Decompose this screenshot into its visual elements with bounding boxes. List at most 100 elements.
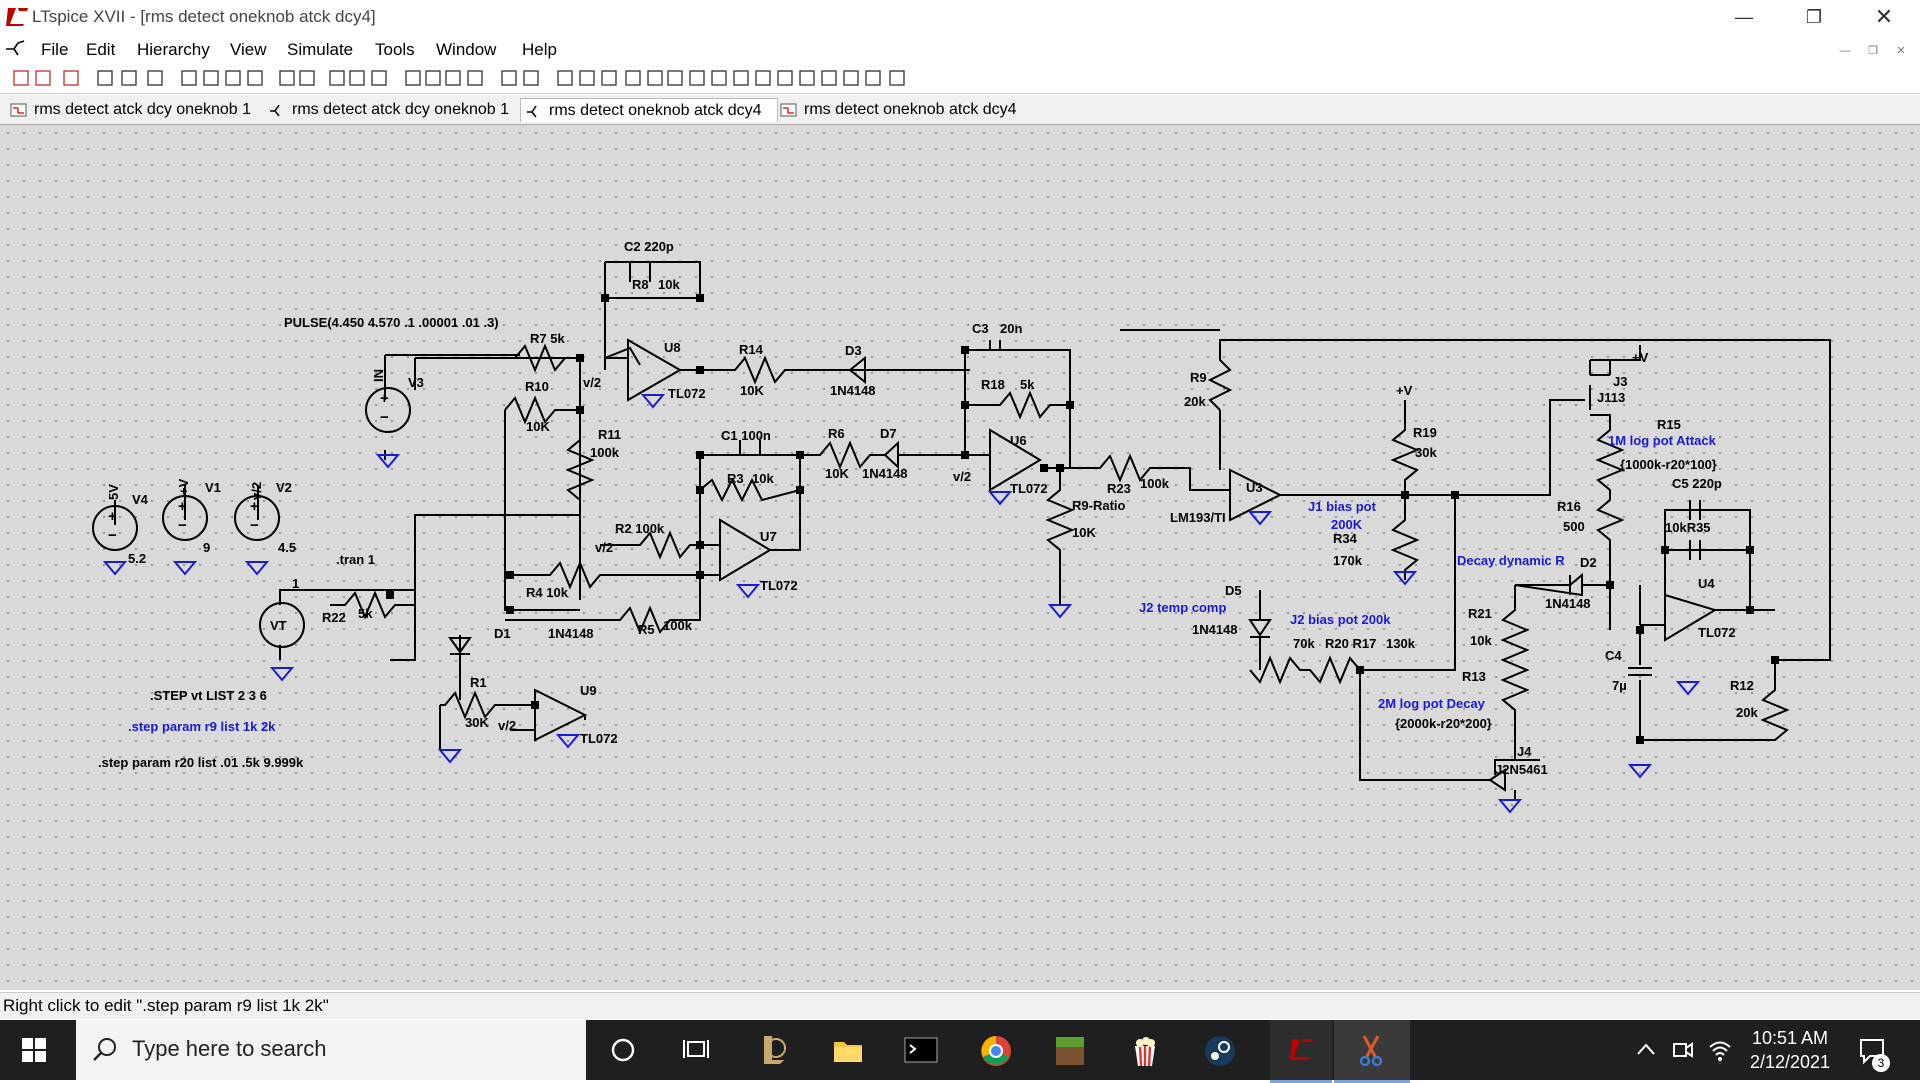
move-icon[interactable] xyxy=(733,70,749,86)
print-icon[interactable] xyxy=(501,70,517,86)
steam-icon[interactable] xyxy=(1204,1035,1236,1067)
u6-label[interactable]: U6 xyxy=(1010,433,1027,448)
league-app-icon[interactable] xyxy=(758,1034,788,1066)
r5-value[interactable]: 100k xyxy=(663,618,693,633)
mdi-minimize-button[interactable]: — xyxy=(1839,45,1851,57)
zoom-in-icon[interactable] xyxy=(181,70,197,86)
cut-icon[interactable] xyxy=(405,70,421,86)
cascade-icon[interactable] xyxy=(299,70,315,86)
step-vt-directive[interactable]: .STEP vt LIST 2 3 6 xyxy=(150,688,267,703)
d7-label[interactable]: D7 xyxy=(880,426,897,441)
attack-pot-label[interactable]: 1M log pot Attack xyxy=(1608,433,1717,448)
r17-value[interactable]: 130k xyxy=(1386,636,1416,651)
d1-label[interactable]: D1 xyxy=(494,626,511,641)
r3-label[interactable]: R3 xyxy=(727,471,744,486)
close-button[interactable]: ✕ xyxy=(1874,4,1894,29)
c2-label[interactable]: C2 220p xyxy=(624,239,674,254)
control-panel-icon[interactable] xyxy=(97,70,113,86)
r9-ratio-label[interactable]: R9-Ratio xyxy=(1072,498,1126,513)
u3-label[interactable]: U3 xyxy=(1246,480,1263,495)
menu-tools[interactable]: Tools xyxy=(375,40,415,59)
tray-clock[interactable]: 10:51 AM 2/12/2021 xyxy=(1740,1026,1840,1074)
taskbar-search-input[interactable]: Type here to search xyxy=(76,1020,586,1080)
r8-value[interactable]: 10k xyxy=(658,277,680,292)
label-net-icon[interactable] xyxy=(601,70,617,86)
draw-wire-icon[interactable] xyxy=(557,70,573,86)
minimize-button[interactable]: — xyxy=(1735,6,1753,27)
r18-label[interactable]: R18 xyxy=(981,377,1005,392)
wifi-icon[interactable] xyxy=(1708,1038,1732,1062)
copy-icon[interactable] xyxy=(425,70,441,86)
tab-rms-detect-schematic-1[interactable]: rms detect atck dcy oneknob 1 xyxy=(6,98,266,121)
r2-label[interactable]: R2 100k xyxy=(615,521,665,536)
step-r9-directive[interactable]: .step param r9 list 1k 2k xyxy=(128,719,276,734)
d3-label[interactable]: D3 xyxy=(845,343,862,358)
capacitor-icon[interactable] xyxy=(647,70,663,86)
r10-value[interactable]: 10K xyxy=(526,419,550,434)
r12-value[interactable]: 20k xyxy=(1736,705,1758,720)
u3-model[interactable]: LM193/TI xyxy=(1170,510,1226,525)
r16-value[interactable]: 500 xyxy=(1563,519,1585,534)
r14-value[interactable]: 10K xyxy=(740,383,764,398)
schematic-doc-icon[interactable] xyxy=(4,39,26,59)
v2-value[interactable]: 4.5 xyxy=(278,540,296,555)
r18-value[interactable]: 5k xyxy=(1020,377,1035,392)
close-all-icon[interactable] xyxy=(371,70,387,86)
menu-simulate[interactable]: Simulate xyxy=(287,40,354,59)
d3-value[interactable]: 1N4148 xyxy=(830,383,876,398)
r11-value[interactable]: 100k xyxy=(590,445,620,460)
decay-pot-label[interactable]: 2M log pot Decay xyxy=(1378,696,1486,711)
snipping-tool-taskbar-button[interactable] xyxy=(1334,1020,1410,1083)
r5-label[interactable]: R5 xyxy=(638,622,655,637)
v2-label[interactable]: V2 xyxy=(276,480,292,495)
j3-value[interactable]: J113 xyxy=(1597,390,1625,405)
d7-value[interactable]: 1N4148 xyxy=(862,466,908,481)
zoom-pan-icon[interactable] xyxy=(203,70,219,86)
r7-label[interactable]: R7 5k xyxy=(530,331,565,346)
tab-rms-detect-waveform-4[interactable]: rms detect oneknob atck dcy4 xyxy=(520,98,778,122)
redo-icon[interactable] xyxy=(799,70,815,86)
j1-bias-label[interactable]: J1 bias pot xyxy=(1308,499,1377,514)
tab-rms-detect-schematic-4[interactable]: rms detect oneknob atck dcy4 xyxy=(776,98,1030,121)
r34-label[interactable]: R34 xyxy=(1333,531,1358,546)
attack-expression[interactable]: {1000k-r20*100} xyxy=(1620,457,1717,472)
task-view-icon[interactable] xyxy=(682,1037,710,1063)
u8-label[interactable]: U8 xyxy=(664,340,681,355)
popcorn-app-icon[interactable] xyxy=(1130,1034,1160,1068)
find-icon[interactable] xyxy=(467,70,483,86)
mdi-close-button[interactable]: ✕ xyxy=(1896,45,1906,57)
r21-value[interactable]: 10k xyxy=(1470,633,1492,648)
component-icon[interactable] xyxy=(711,70,727,86)
r21-label[interactable]: R21 xyxy=(1468,606,1492,621)
r14-label[interactable]: R14 xyxy=(739,342,764,357)
u6-model[interactable]: TL072 xyxy=(1010,481,1048,496)
j2-temp-comp-label[interactable]: J2 temp comp xyxy=(1139,600,1226,615)
r22-label[interactable]: R22 xyxy=(322,610,346,625)
j1-bias-value[interactable]: 200K xyxy=(1331,517,1363,532)
r12-label[interactable]: R12 xyxy=(1730,678,1754,693)
open-icon[interactable] xyxy=(35,70,51,86)
menu-help[interactable]: Help xyxy=(522,40,557,59)
r35-label[interactable]: 10kR35 xyxy=(1665,520,1711,535)
chrome-icon[interactable] xyxy=(980,1035,1012,1067)
c4-value[interactable]: 7µ xyxy=(1612,678,1627,693)
undo-icon[interactable] xyxy=(777,70,793,86)
u4-label[interactable]: U4 xyxy=(1698,576,1715,591)
r16-label[interactable]: R16 xyxy=(1557,499,1581,514)
paste-icon[interactable] xyxy=(445,70,461,86)
j4-label[interactable]: J4 xyxy=(1517,744,1532,759)
j2-bias-label[interactable]: J2 bias pot 200k xyxy=(1290,612,1391,627)
u4-model[interactable]: TL072 xyxy=(1698,625,1736,640)
r23-label[interactable]: R23 xyxy=(1107,481,1131,496)
menu-hierarchy[interactable]: Hierarchy xyxy=(137,40,210,59)
new-schematic-icon[interactable] xyxy=(13,70,29,86)
v4-value[interactable]: 5.2 xyxy=(128,551,146,566)
file-explorer-icon[interactable] xyxy=(832,1036,864,1064)
windows-start-icon[interactable] xyxy=(22,1038,46,1062)
decay-expression[interactable]: {2000k-r20*200} xyxy=(1395,716,1492,731)
inductor-icon[interactable] xyxy=(667,70,683,86)
vt-node-label[interactable]: 1 xyxy=(292,576,299,591)
resistor-icon[interactable] xyxy=(625,70,641,86)
schematic-canvas[interactable]: +− +− +− +− PULSE(4.450 4.570 .1 . xyxy=(0,125,1920,990)
decay-dynamic-label[interactable]: Decay dynamic R xyxy=(1457,553,1565,568)
